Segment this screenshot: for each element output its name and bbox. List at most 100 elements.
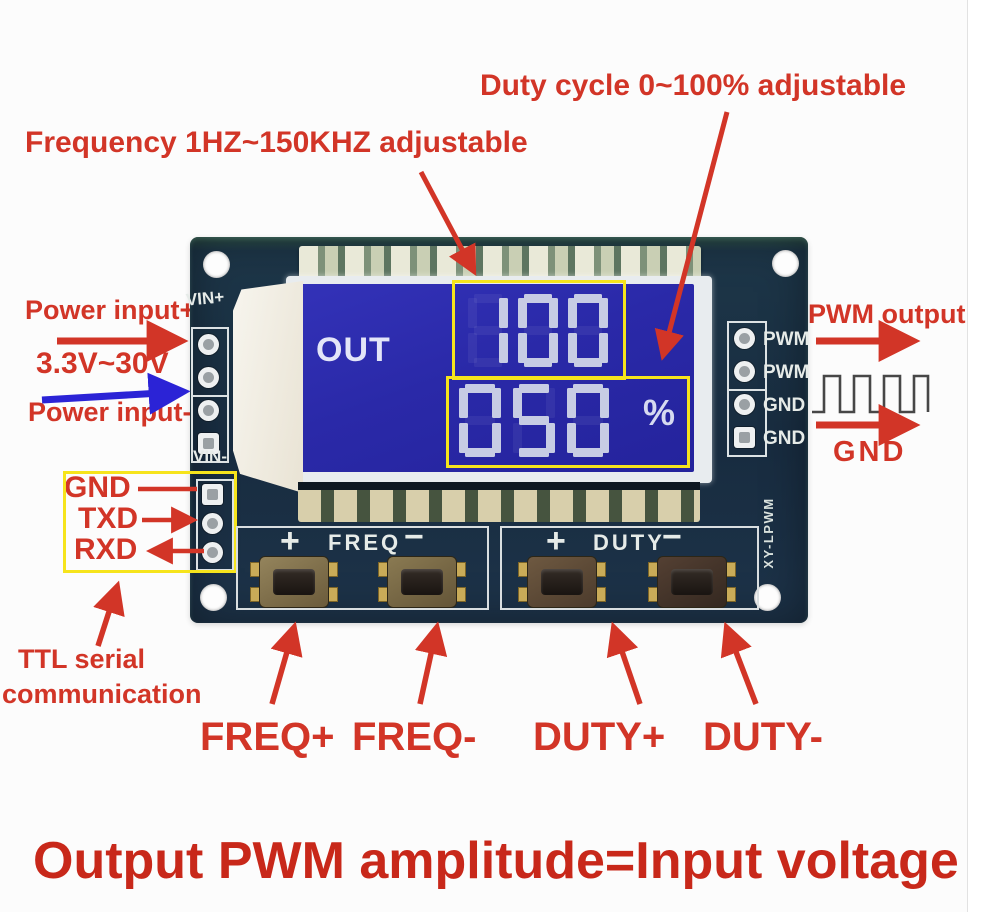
segment-b [599,298,608,328]
segment-d [524,358,552,367]
segment-g [573,416,603,425]
silk-vin-minus: VIN- [193,447,227,466]
seven-seg-digit [518,294,558,367]
duty-minus-button[interactable] [648,556,736,608]
segment-g [519,416,549,425]
segment-g [574,326,602,335]
duty-minus-btn-arrow [720,621,759,705]
output-pad-box [727,321,767,457]
segment-g [524,326,552,335]
button-plunger [401,569,443,595]
square-wave-icon [812,374,930,414]
silk-gnd-2: GND [763,428,806,449]
segment-f [568,298,577,328]
lcd-duty-digits [459,384,609,457]
segment-b [499,298,508,328]
segment-g [465,416,495,425]
mounting-hole [772,250,799,277]
silk-pwm-2: PWM [763,362,810,383]
vin-minus-pad [198,400,219,421]
frequency-note: Frequency 1HZ~150KHZ adjustable [25,126,528,159]
button-plunger [671,569,713,595]
freq-minus-label: FREQ- [352,715,477,759]
gnd-pad-1 [734,394,755,415]
background-edge [967,0,985,912]
gnd-output-label: GND [833,436,907,468]
segment-d [474,358,502,367]
segment-c [549,333,558,363]
freq-plus-button[interactable] [250,556,338,608]
power-input-plus-label: Power input+ [25,295,196,325]
seven-seg-digit [568,294,608,367]
silk-freq-plus: + [280,522,300,560]
freq-plus-label: FREQ+ [200,715,335,759]
bottom-title: Output PWM amplitude=Input voltage [33,832,959,890]
segment-b [492,388,501,418]
duty-plus-button[interactable] [518,556,606,608]
segment-a [474,294,502,303]
seven-seg-digit [567,384,609,457]
segment-a [524,294,552,303]
segment-a [573,384,603,393]
duty-minus-label: DUTY- [703,715,823,759]
pad-divider [191,395,229,397]
button-plunger [273,569,315,595]
segment-f [518,298,527,328]
lcd-zebra-connector-bottom [298,482,700,522]
voltage-range-label: 3.3V~30V [36,347,169,380]
segment-d [519,448,549,457]
ttl-serial-line2: communication [2,679,202,709]
segment-d [573,448,603,457]
serial-highlight-box [63,471,237,573]
seven-seg-digit [468,294,508,367]
segment-c [600,423,609,453]
segment-c [499,333,508,363]
pwm-pad-1 [734,328,755,349]
segment-c [599,333,608,363]
freq-plus-btn-arrow [269,621,303,705]
segment-b [546,388,555,418]
seven-seg-digit [513,384,555,457]
segment-e [567,423,576,453]
segment-d [465,448,495,457]
serial-rxd-pad [202,542,223,563]
segment-e [518,333,527,363]
lcd-backlight-film [233,281,303,493]
duty-highlight-box [446,376,690,468]
freq-button-group-box [236,526,489,610]
pwm-pad-2 [734,361,755,382]
pwm-output-label: PWM output [808,299,966,329]
ttl-serial-line1: TTL serial [18,644,146,674]
segment-e [459,423,468,453]
serial-gnd-pad [202,484,223,505]
silk-model-name: XY-LPWM [761,497,776,569]
gnd-serial-label: GND [64,471,131,504]
vin-minus-pad2 [198,433,219,454]
freq-minus-btn-arrow [414,621,448,705]
lcd-frequency-digits [468,294,608,367]
silk-vin-plus: VIN+ [185,287,225,310]
freq-minus-button[interactable] [378,556,466,608]
duty-plus-btn-arrow [606,621,643,705]
lcd-out-indicator: OUT [316,331,391,369]
segment-g [474,326,502,335]
segment-c [546,423,555,453]
button-body [387,556,457,608]
gnd-pad-2 [734,427,755,448]
segment-f [513,388,522,418]
segment-c [492,423,501,453]
segment-b [600,388,609,418]
frequency-highlight-box [452,280,626,380]
seven-seg-digit [459,384,501,457]
txd-label: TXD [78,502,138,535]
silk-duty: DUTY [593,530,665,555]
segment-f [459,388,468,418]
duty-button-group-box [500,526,759,610]
button-plunger [541,569,583,595]
segment-d [574,358,602,367]
segment-f [468,298,477,328]
mounting-hole [203,251,230,278]
silk-freq: FREQ [328,530,402,555]
segment-e [568,333,577,363]
